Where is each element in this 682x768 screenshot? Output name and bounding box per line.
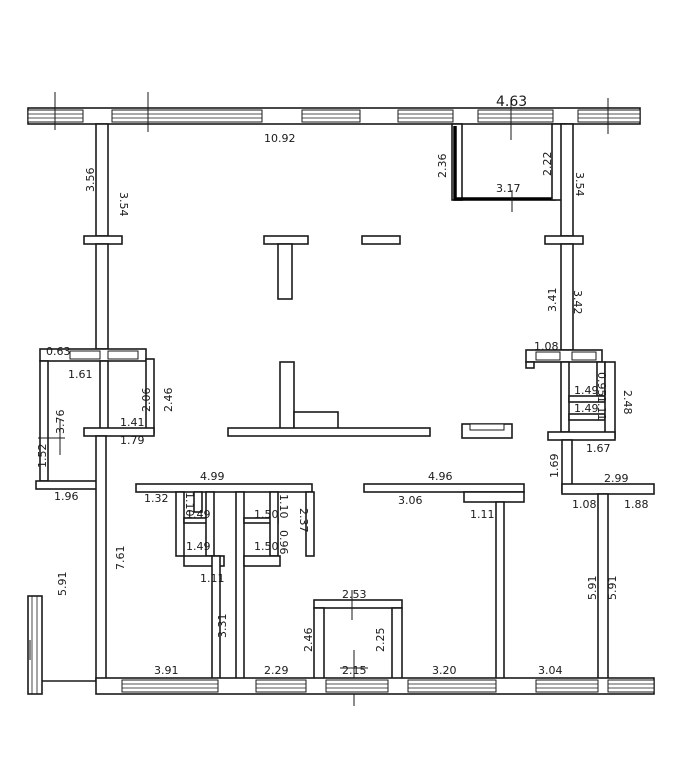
- dim-bath-b-h3: 2.37: [297, 508, 310, 533]
- dim-left-mid-w1: 1.41: [120, 416, 145, 429]
- mid-right-wall: [363, 483, 525, 683]
- dim-bath-b-w: 1.50: [254, 508, 279, 521]
- dim-mid-wall-w2: 3.06: [398, 494, 423, 507]
- top-window-3: [301, 109, 361, 123]
- dim-left-mid-w2: 1.79: [120, 434, 145, 447]
- dim-left-base-w: 1.96: [54, 490, 79, 503]
- dim-right-mid-inner: 3.42: [571, 290, 584, 315]
- dim-left-inner-upper: 3.54: [117, 192, 130, 217]
- dim-left-outer-h: 3.76: [54, 410, 67, 435]
- dimension-labels: 4.63 10.92 2.36 2.22 3.17 3.56 3.54 3.54…: [36, 94, 649, 677]
- top-window-5: [477, 109, 554, 123]
- dim-bath-a-w2: 1.49: [186, 540, 211, 553]
- dim-left-outer-upper: 3.56: [84, 168, 97, 193]
- dim-bath-a-w: 1.49: [186, 508, 211, 521]
- right-walls: [525, 123, 655, 681]
- dim-right-room-w2: 1.88: [624, 498, 649, 511]
- dim-room-b-w: 2.29: [264, 664, 289, 677]
- dim-left-room-h: 7.61: [114, 546, 127, 571]
- dim-right-room-h2: 5.91: [606, 576, 619, 601]
- dim-right-room-w1: 1.08: [572, 498, 597, 511]
- interior-partitions: [227, 235, 513, 439]
- dim-right-niche-h1: 0.95: [595, 372, 608, 397]
- top-window-2: [111, 109, 263, 123]
- dim-right-room-h1: 5.91: [586, 576, 599, 601]
- dim-bath-a-h: 1.10: [183, 492, 196, 517]
- dim-center-wall-w: 4.99: [200, 470, 225, 483]
- dim-vest-w: 2.53: [342, 588, 367, 601]
- dim-vest-h: 2.25: [374, 628, 387, 653]
- dim-alcove-height-right: 2.22: [541, 152, 554, 177]
- dim-top-long: 10.92: [264, 132, 296, 145]
- dim-right-low-w: 2.99: [604, 472, 629, 485]
- bottom-exterior-wall: [95, 677, 655, 695]
- dim-bath-b-h: 1.10: [277, 494, 290, 519]
- dim-room-d-w: 3.04: [538, 664, 563, 677]
- dim-room-b-h: 2.46: [302, 628, 315, 653]
- dim-left-small-w: 0.63: [46, 345, 71, 358]
- dim-mid-wall-w: 4.96: [428, 470, 453, 483]
- bathroom-blocks: [135, 483, 315, 683]
- left-walls: [27, 123, 155, 695]
- dim-right-niche-h3: 2.48: [621, 390, 634, 415]
- dim-alcove-height: 2.36: [436, 154, 449, 179]
- dim-bath-b-w2: 1.50: [254, 540, 279, 553]
- dim-right-niche-w: 1.08: [534, 340, 559, 353]
- dim-center-wall-w2: 1.32: [144, 492, 169, 505]
- dim-right-niche-a: 1.49: [574, 384, 599, 397]
- dim-left-small-w2: 1.61: [68, 368, 93, 381]
- dim-left-room-h2: 5.91: [56, 572, 69, 597]
- top-window-4: [397, 109, 454, 123]
- dim-right-niche-b: 1.49: [574, 402, 599, 415]
- dim-bath-a-w3: 1.11: [200, 572, 225, 585]
- top-exterior-wall: [27, 92, 641, 140]
- dim-right-upper: 3.54: [573, 172, 586, 197]
- dim-vest-w2: 2.15: [342, 664, 367, 677]
- dim-right-low-h: 1.69: [548, 454, 561, 479]
- dim-left-mid-h1: 2.06: [140, 388, 153, 413]
- dim-bath-b-h2: 0.96: [277, 530, 290, 555]
- dim-right-niche-w2: 1.67: [586, 442, 611, 455]
- dim-left-outer-h2: 1.52: [36, 444, 49, 469]
- dim-alcove-width: 3.17: [496, 182, 521, 195]
- dim-room-c-w: 3.20: [432, 664, 457, 677]
- dim-right-niche-h2: 1.11: [595, 396, 608, 421]
- dim-top-overall: 4.63: [496, 94, 527, 110]
- dim-room-a-h: 3.31: [216, 614, 229, 639]
- dim-mid-wall-w3: 1.11: [470, 508, 495, 521]
- top-window-right: [577, 109, 641, 123]
- dim-left-mid-h2: 2.46: [162, 388, 175, 413]
- dim-room-a-w: 3.91: [154, 664, 179, 677]
- dim-right-mid-outer: 3.41: [546, 288, 559, 313]
